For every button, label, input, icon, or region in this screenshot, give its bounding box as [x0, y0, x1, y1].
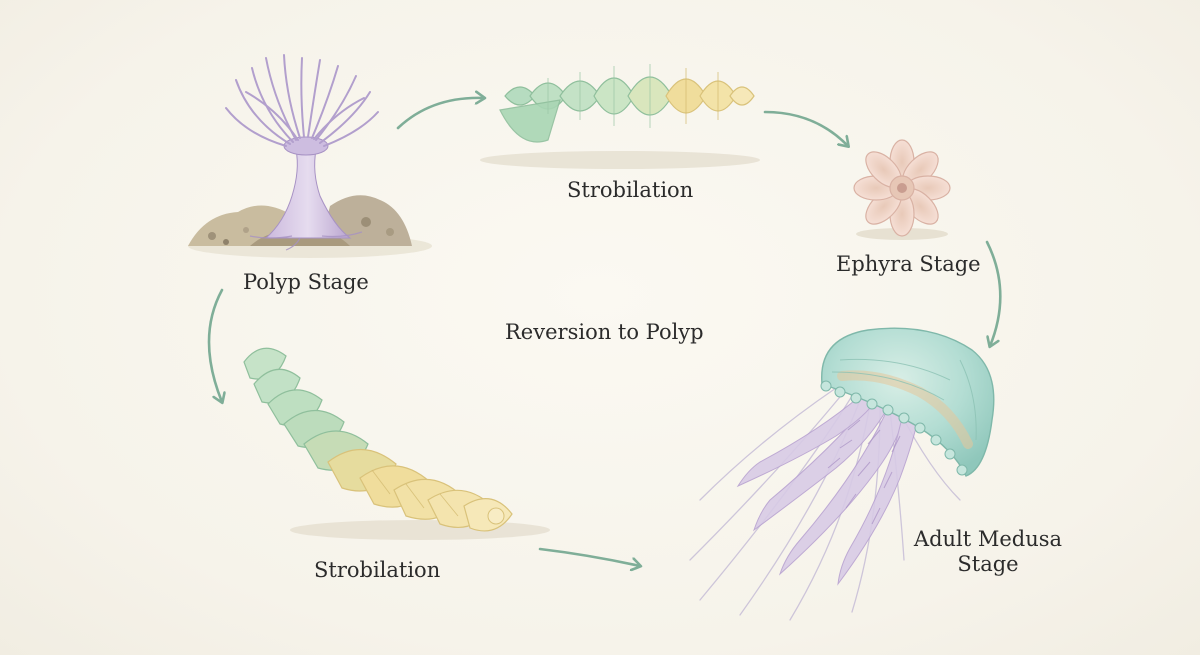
- strobilation-bottom-label: Strobilation: [314, 558, 441, 582]
- adult-medusa-stage-label: Adult Medusa Stage: [913, 527, 1063, 577]
- strobila-top-illustration: [480, 64, 760, 169]
- medusa-illustration: [689, 327, 995, 621]
- arrow-polyp-to-strobilation-bottom: [207, 288, 222, 402]
- arrow-ephyra-to-medusa: [985, 240, 1002, 346]
- adult-medusa-label-line1: Adult Medusa: [913, 527, 1063, 551]
- adult-medusa-label-line2: Stage: [957, 552, 1019, 577]
- arrow-strobilation-to-ephyra: [763, 110, 848, 146]
- cycle-arrows: [207, 98, 1002, 566]
- polyp-illustration: [188, 54, 432, 258]
- reversion-label: Reversion to Polyp: [505, 320, 704, 344]
- arrow-strobilation-to-medusa: [538, 547, 640, 566]
- arrow-polyp-to-strobilation: [396, 98, 484, 130]
- strobila-bottom-illustration: [243, 347, 550, 540]
- ephyra-illustration: [853, 139, 951, 240]
- ephyra-stage-label: Ephyra Stage: [836, 252, 981, 276]
- strobilation-top-label: Strobilation: [567, 178, 694, 202]
- polyp-stage-label: Polyp Stage: [243, 270, 369, 294]
